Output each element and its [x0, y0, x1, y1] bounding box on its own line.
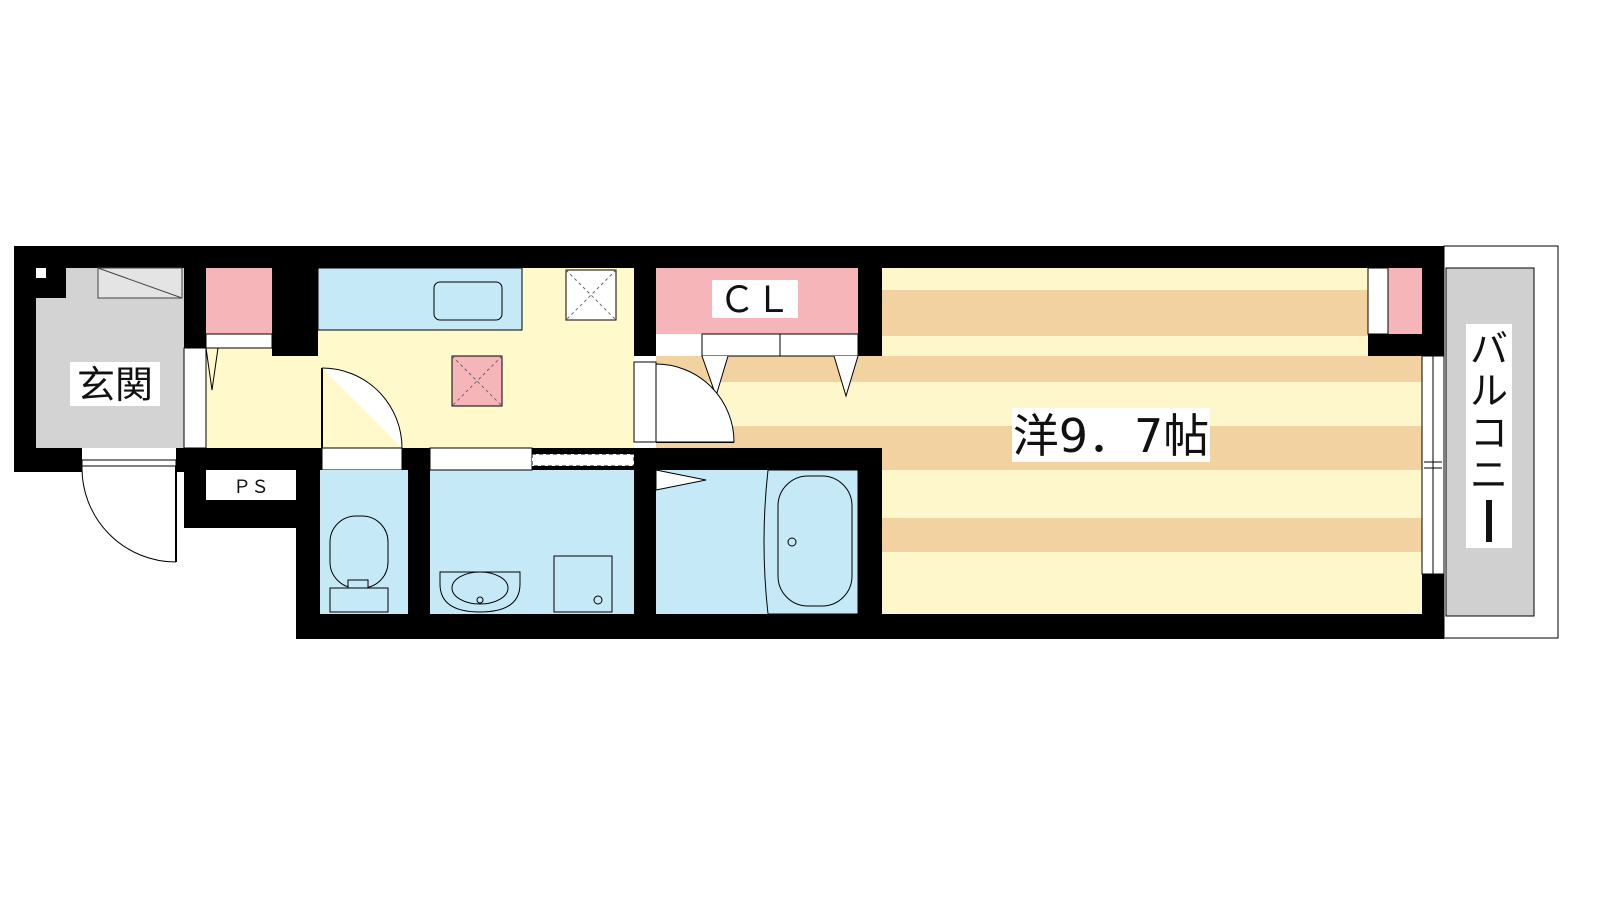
washroom-sliding-door: [429, 447, 533, 471]
wall-kitchen-right: [634, 246, 656, 356]
wall-closet-right: [858, 246, 882, 356]
toilet-door: [321, 367, 403, 471]
storage-cabinet-left-door: [205, 333, 273, 349]
storage-cabinet-left-swing: [205, 347, 219, 391]
western-room-label: 洋9．7帖: [1013, 409, 1210, 463]
wall-washroom-right: [634, 448, 656, 638]
closet-door-right: [779, 333, 859, 357]
shoe-cabinet-diagonal: [97, 267, 183, 299]
western-room-floor: [656, 268, 1422, 614]
floor-stripe-8: [882, 470, 1422, 518]
outer-wall-left-lower: [296, 448, 320, 638]
genkan-label: 玄関: [77, 363, 153, 407]
wash-basin-bowl: [451, 571, 509, 605]
floor-stripe-1: [882, 268, 1422, 290]
balcony-label-char-5-bar: [1486, 500, 1492, 542]
wall-post-left: [184, 246, 206, 348]
ventilation-ceiling: [565, 269, 617, 321]
floor-stripe-10: [882, 552, 1422, 614]
genkan-corner-mark: [36, 268, 46, 278]
entrance-door-frame: [81, 459, 177, 467]
washroom-sliding-door-track: [531, 453, 635, 467]
storage-right-base: [1368, 334, 1444, 356]
closet: [656, 246, 882, 398]
interior-door-frame: [183, 347, 207, 449]
balcony-label-char-2: ル: [1470, 369, 1508, 413]
washing-machine-drain: [593, 595, 603, 605]
balcony-label-char-1: バ: [1470, 327, 1508, 371]
wall-toilet-right: [408, 448, 430, 638]
washing-machine-pan: [553, 555, 613, 613]
balcony-label-char-3: コ: [1470, 411, 1508, 455]
floor-stripe-2: [882, 290, 1422, 336]
bathtub-drain: [787, 537, 797, 547]
window-side: [1367, 267, 1445, 575]
closet-label-bg: [712, 280, 798, 318]
ps-shaft: [206, 470, 296, 500]
washroom: [408, 447, 656, 638]
genkan-room: [36, 267, 184, 448]
room-door-swing: [655, 363, 735, 443]
room-door-frame: [633, 361, 657, 443]
storage-right-door: [1367, 267, 1389, 335]
toilet-room: [320, 470, 408, 614]
toilet-tank: [329, 587, 389, 613]
balcony-label-char-4: ニ: [1470, 453, 1508, 497]
western-room-label-bg: [1012, 408, 1210, 462]
wash-basin-drain: [476, 596, 484, 604]
ps-interior: [206, 470, 296, 500]
toilet-door-opening: [321, 447, 403, 471]
floor-stripe-9: [882, 518, 1422, 552]
toilet-door-swing: [321, 367, 403, 449]
genkan-label-bg: [70, 362, 160, 406]
outer-wall-left: [14, 246, 36, 472]
toilet-bowl: [329, 515, 389, 589]
toilet-control: [347, 579, 369, 589]
bathroom-door: [655, 469, 707, 491]
closet-door-right-swing: [833, 355, 859, 398]
room-door: [633, 361, 735, 443]
storage-cabinet-left: [206, 268, 272, 334]
kitchen-sink: [433, 281, 503, 321]
closet-label: ＣＬ: [719, 280, 791, 321]
wall-bath-right: [858, 448, 882, 638]
entrance-door: [81, 448, 177, 563]
floor-stripe-4: [656, 356, 1422, 382]
bathroom: [655, 448, 882, 638]
outer-wall-top: [14, 246, 1444, 268]
entrance-door-swing: [81, 465, 177, 563]
wall-post-kitchen: [272, 246, 318, 356]
ps-label: ＰＳ: [233, 477, 269, 498]
labels: 玄関 ＰＳ ＣＬ 洋9．7帖 バ ル コ ニ: [70, 280, 1512, 548]
closet-door-left: [701, 333, 781, 357]
kitchen-hatch: [451, 355, 503, 407]
bathtub-inner: [777, 475, 853, 607]
storage-right: [1388, 268, 1422, 334]
